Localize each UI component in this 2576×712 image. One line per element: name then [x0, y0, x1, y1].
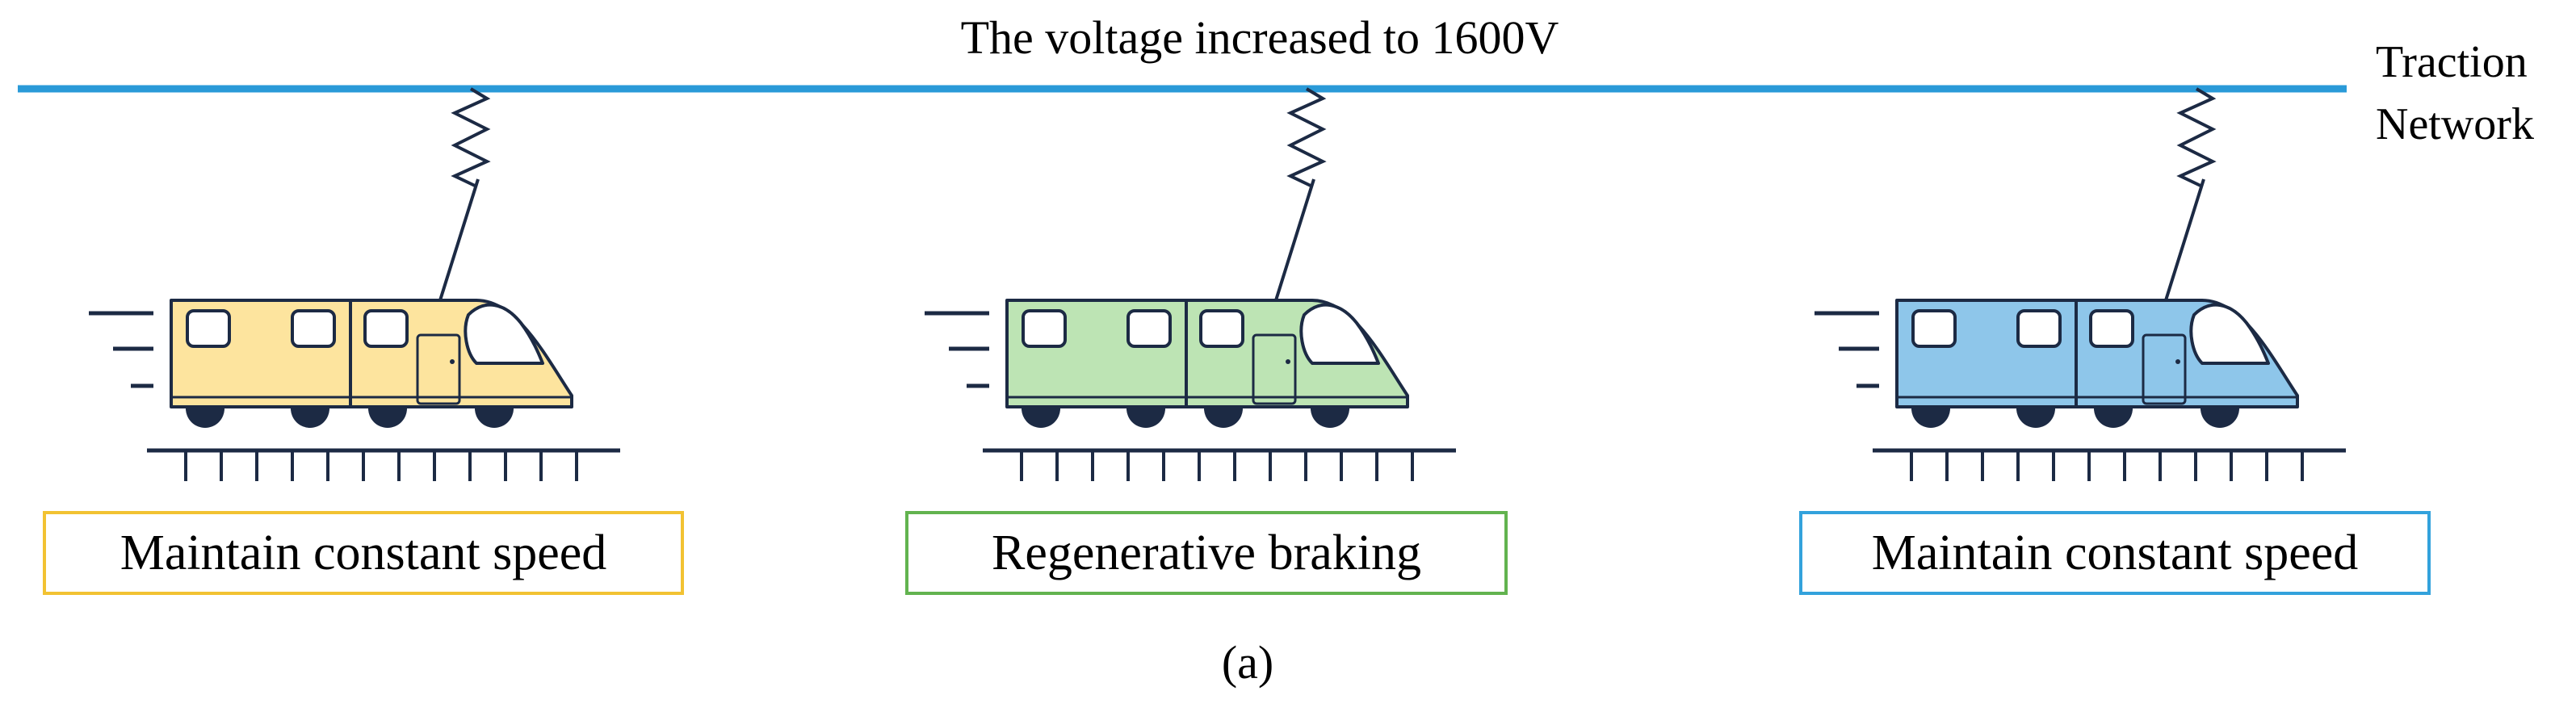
traction-network-label-line1: Traction: [2376, 37, 2528, 87]
train-door: [416, 333, 461, 405]
status-box-1: [43, 511, 684, 595]
train-window: [1022, 309, 1067, 348]
train-window: [363, 309, 409, 348]
door-handle: [2175, 359, 2180, 364]
pantograph-spring: [2176, 87, 2217, 187]
train-windshield: [464, 303, 544, 365]
train-window: [2016, 309, 2062, 348]
traction-network-label-line2: Network: [2376, 99, 2534, 149]
pantograph-spring: [451, 87, 491, 187]
train-window: [291, 309, 336, 348]
train-wheel: [186, 408, 224, 428]
train-window: [1199, 309, 1244, 348]
train-windshield: [1299, 303, 1380, 365]
voltage-label: The voltage increased to 1600V: [961, 11, 1559, 64]
trains-layer: Maintain constant speed Regenerative brak…: [43, 87, 2431, 595]
pantograph-arm: [2164, 178, 2205, 301]
train-wheel: [1204, 408, 1243, 428]
train-wheel: [1311, 408, 1349, 428]
pantograph-spring: [1286, 87, 1327, 187]
train-wheel: [368, 408, 407, 428]
pantograph-arm: [438, 178, 480, 301]
status-label-2: Regenerative braking: [992, 526, 1421, 580]
figure-caption: (a): [1222, 636, 1273, 689]
train-wheel: [291, 408, 329, 428]
door-handle: [450, 359, 455, 364]
train-wheel: [1126, 408, 1165, 428]
status-label-3: Maintain constant speed: [1872, 526, 2359, 580]
train-group-3: [1815, 87, 2346, 481]
train-wheel: [2016, 408, 2055, 428]
status-box-3: [1799, 511, 2431, 595]
train-door: [1252, 333, 1297, 405]
train-windshield: [2189, 303, 2270, 365]
train-door: [2142, 333, 2187, 405]
status-box-2: [905, 511, 1508, 595]
train-wheel: [1022, 408, 1060, 428]
door-handle: [1286, 359, 1290, 364]
train-group-2: [925, 87, 1456, 481]
train-window: [1911, 309, 1957, 348]
train-wheel: [2094, 408, 2133, 428]
train-window: [186, 309, 231, 348]
train-wheel: [1911, 408, 1950, 428]
pantograph-arm: [1274, 178, 1315, 301]
status-label-1: Maintain constant speed: [120, 526, 607, 580]
train-wheel: [2201, 408, 2239, 428]
train-window: [2089, 309, 2134, 348]
train-group-1: [89, 87, 620, 481]
train-wheel: [475, 408, 514, 428]
train-window: [1126, 309, 1172, 348]
